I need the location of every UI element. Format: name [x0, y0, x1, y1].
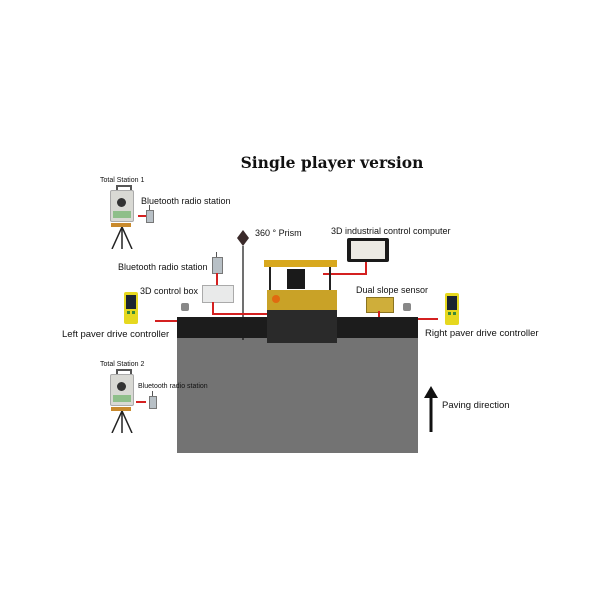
ts-handle-icon [116, 369, 132, 376]
tripod-icon [111, 411, 133, 433]
ts-handle-icon [116, 185, 132, 192]
connection-line [136, 401, 146, 403]
ts-lens-icon [117, 198, 126, 207]
connection-line [212, 302, 214, 314]
controller-screen [126, 295, 136, 309]
connection-line [365, 262, 367, 274]
ts-lens-icon [117, 382, 126, 391]
total-station-2 [108, 369, 138, 434]
connection-line [155, 320, 177, 322]
dual-slope-sensor-icon [366, 297, 394, 313]
control-box-label: 3D control box [140, 286, 199, 296]
paver-canopy-icon [264, 260, 337, 267]
right-controller-label: Right paver drive controller [425, 328, 539, 339]
controller-button [132, 311, 135, 314]
antenna-icon [149, 205, 150, 210]
connection-line [138, 215, 146, 217]
left-sensor-icon [181, 303, 189, 311]
controller-button [453, 312, 456, 315]
total-station-icon [110, 374, 134, 406]
right-sensor-icon [403, 303, 411, 311]
industrial-computer-icon [347, 238, 389, 262]
canopy-post [329, 267, 331, 295]
dual-slope-label: Dual slope sensor [356, 285, 429, 295]
prism-label: 360 ° Prism [255, 228, 302, 238]
ts-panel-icon [113, 395, 131, 402]
control-box-icon [202, 285, 234, 303]
computer-label: 3D industrial control computer [331, 226, 451, 236]
right-drive-controller-icon [445, 293, 459, 325]
total-station-1 [108, 185, 138, 250]
connection-line [216, 273, 218, 285]
diagram-title: Single player version [240, 153, 424, 172]
paved-road-surface [177, 338, 418, 453]
connection-line [323, 273, 367, 275]
bt-radio-paver-label: Bluetooth radio station [118, 262, 208, 272]
canopy-post [269, 267, 271, 295]
tripod-head-icon [111, 223, 131, 227]
left-drive-controller-icon [124, 292, 138, 324]
bluetooth-radio-1-icon [146, 210, 154, 223]
controller-screen [447, 296, 457, 310]
paving-direction-arrow-icon [424, 386, 438, 432]
paver-tractor-icon [267, 310, 337, 343]
bluetooth-radio-2-icon [149, 396, 157, 409]
controller-button [127, 311, 130, 314]
bt-radio-2-label: Bluetooth radio station [138, 383, 208, 390]
beacon-icon [272, 295, 280, 303]
connection-line [418, 318, 438, 320]
asphalt-paver [177, 255, 418, 345]
ts-panel-icon [113, 211, 131, 218]
paver-seat [287, 269, 305, 289]
connection-line [212, 313, 274, 315]
controller-button [448, 312, 451, 315]
antenna-icon [216, 252, 217, 257]
computer-screen-icon [351, 241, 385, 259]
tripod-icon [111, 227, 133, 249]
total-station-2-label: Total Station 2 [100, 361, 145, 368]
tripod-head-icon [111, 407, 131, 411]
left-controller-label: Left paver drive controller [62, 329, 170, 340]
total-station-icon [110, 190, 134, 222]
antenna-icon [152, 391, 153, 396]
bt-radio-1-label: Bluetooth radio station [141, 196, 231, 206]
total-station-1-label: Total Station 1 [100, 177, 145, 184]
paving-direction-label: Paving direction [442, 400, 510, 411]
